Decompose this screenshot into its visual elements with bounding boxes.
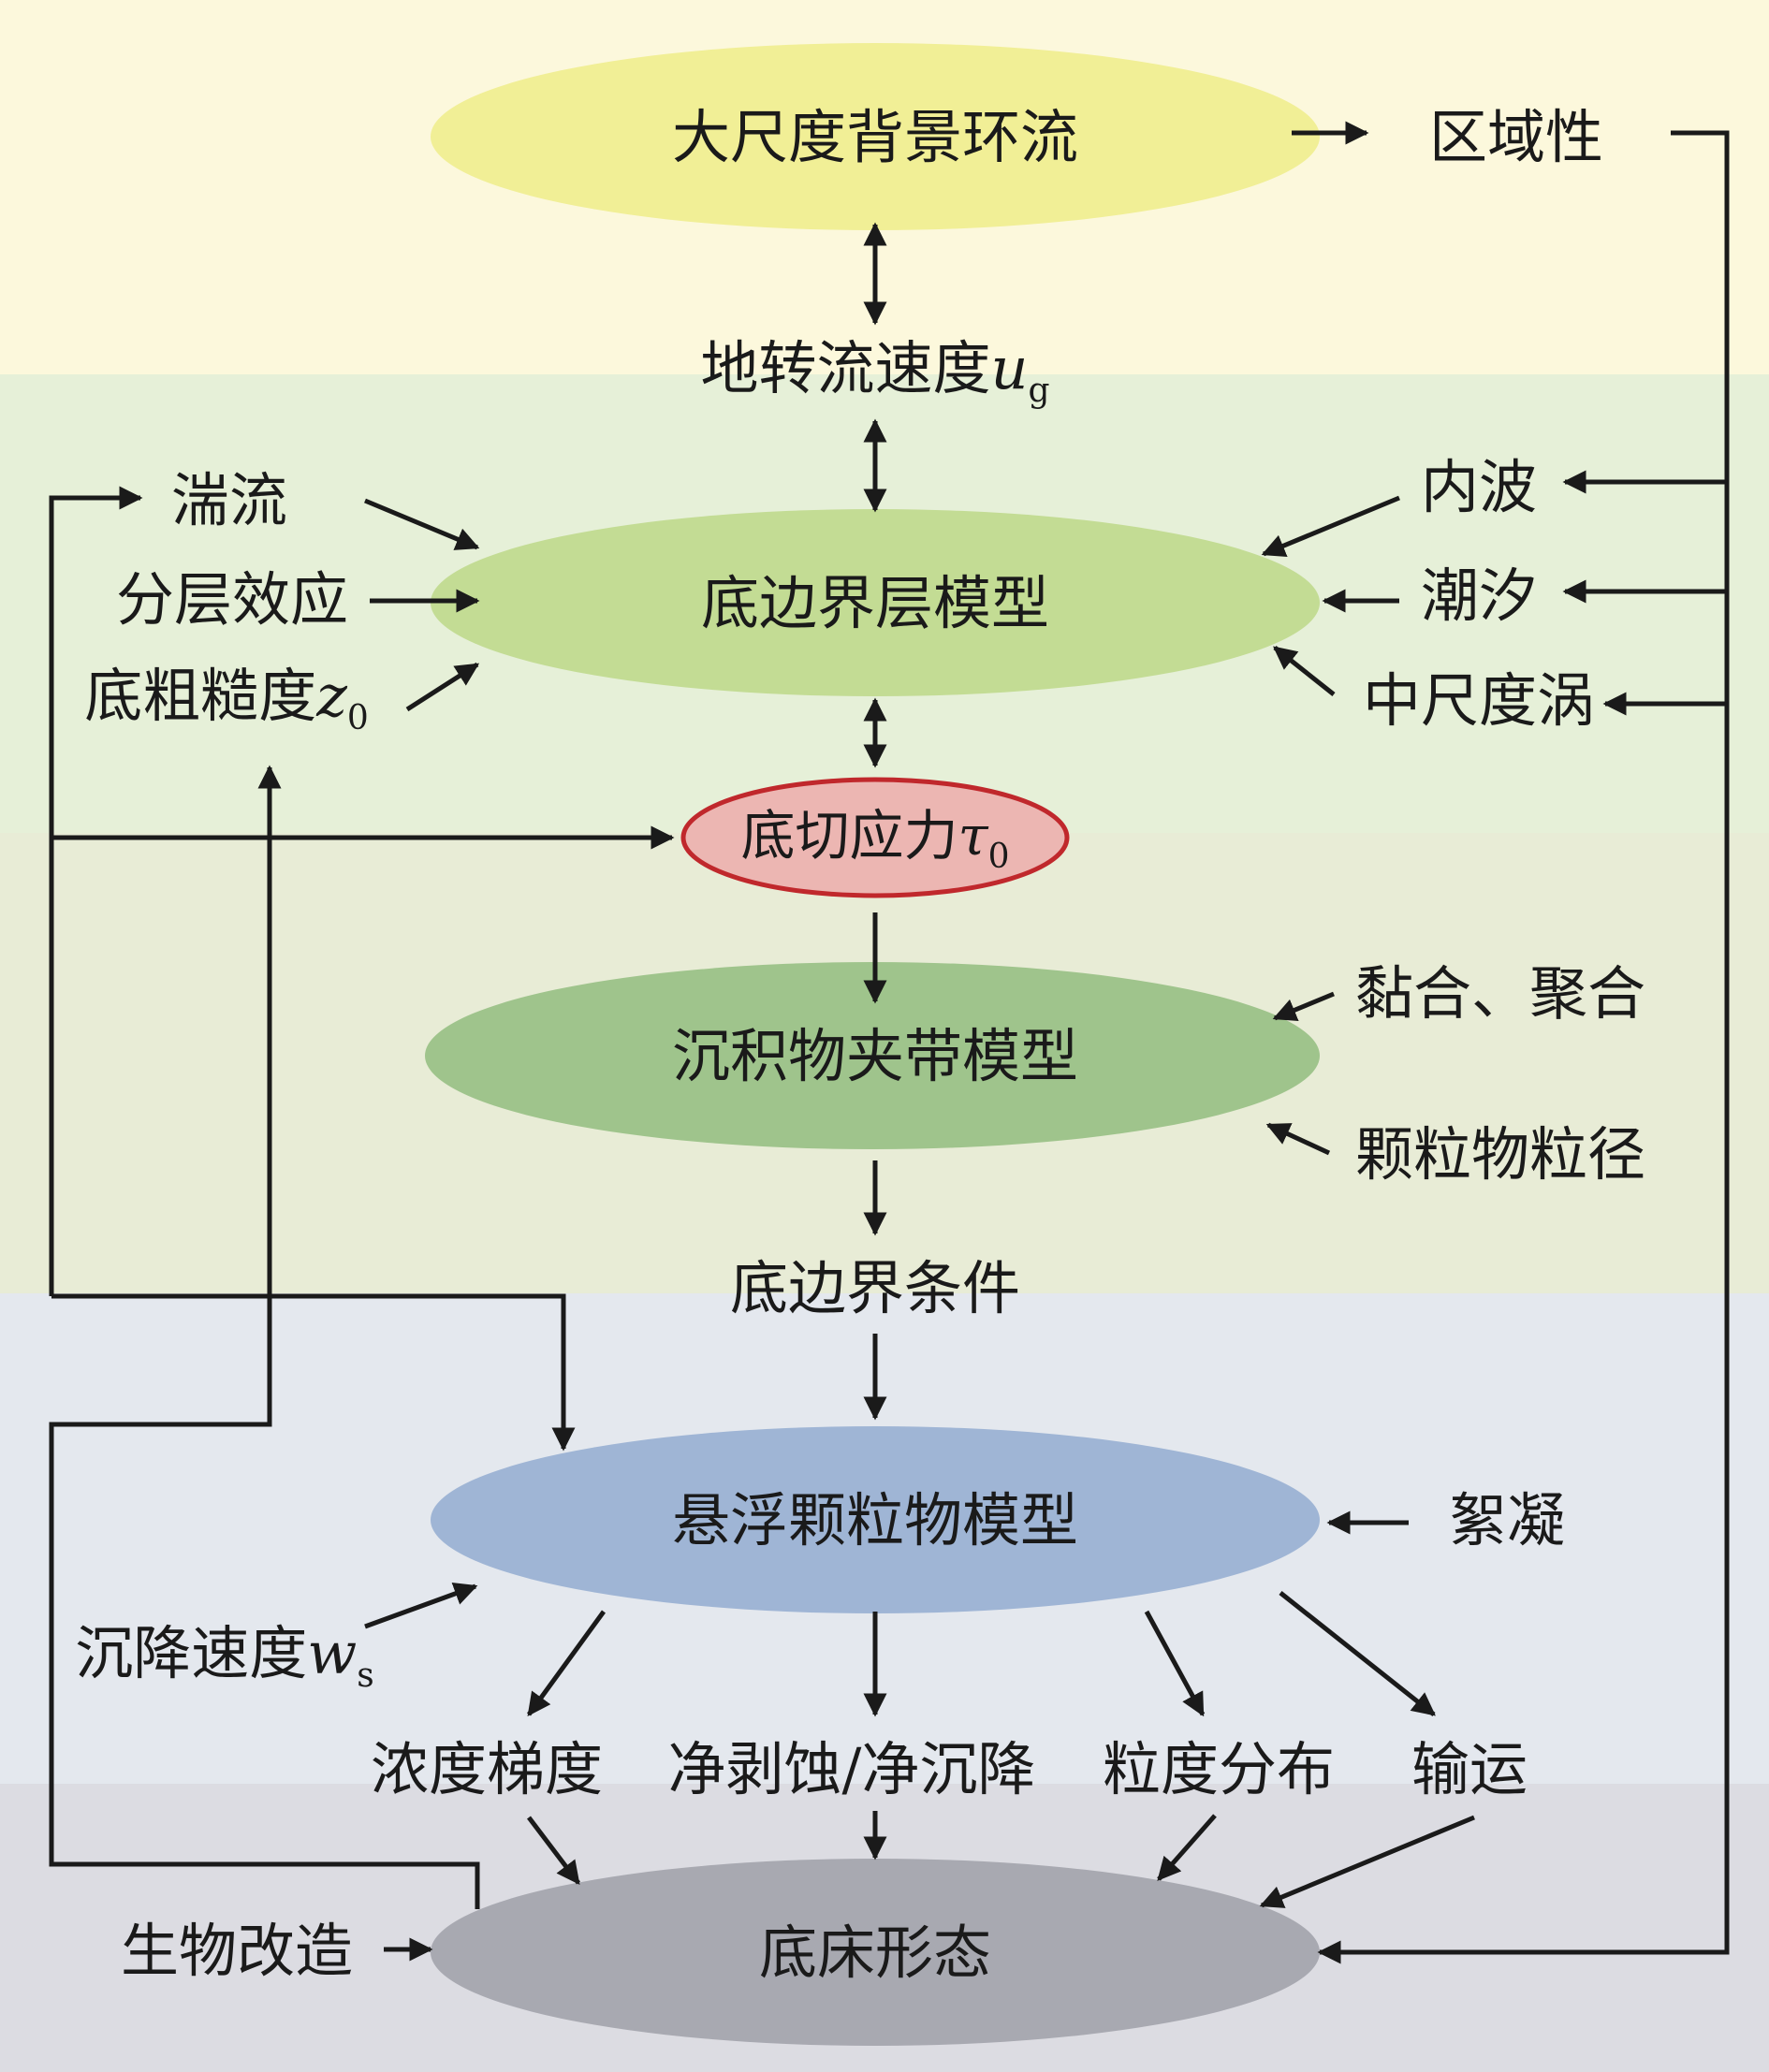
net-erosion-label: 净剥蚀/净沉降 bbox=[668, 1735, 1036, 1803]
roughness-label: 底粗糙度z0 bbox=[84, 662, 369, 737]
turbulence-label: 湍流 bbox=[171, 466, 287, 534]
arrow-roughness bbox=[405, 662, 480, 712]
shear-stress-ellipse bbox=[680, 777, 1070, 898]
bottom-bc-label: 底边界条件 bbox=[730, 1254, 1020, 1322]
bedform-ellipse bbox=[431, 1859, 1320, 2046]
connectors bbox=[49, 121, 1730, 1964]
settling-velocity-label: 沉降速度ws bbox=[75, 1619, 374, 1695]
loop-regional-bedform bbox=[1317, 130, 1730, 1964]
arrow-turbulence bbox=[364, 498, 480, 550]
shear-stress-label: 底切应力τ0 bbox=[740, 804, 1009, 876]
arrow-cohesion bbox=[1272, 991, 1335, 1021]
arrow-internal-wave bbox=[1261, 495, 1400, 557]
arrow-settling bbox=[364, 1582, 478, 1629]
internal-wave-label: 内波 bbox=[1421, 453, 1537, 521]
arrow-grain-size bbox=[1265, 1122, 1331, 1156]
stratification-label: 分层效应 bbox=[116, 565, 348, 634]
sediment-model-ellipse bbox=[425, 962, 1320, 1149]
loop-left-suspended bbox=[51, 1293, 576, 1452]
tide-label: 潮汐 bbox=[1421, 562, 1537, 630]
bioturbation-label: 生物改造 bbox=[121, 1917, 353, 1985]
loop-bed-roughness bbox=[49, 765, 480, 1909]
grain-size-label: 颗粒物粒径 bbox=[1355, 1120, 1645, 1189]
suspended-model-label: 悬浮颗粒物模型 bbox=[672, 1486, 1078, 1554]
flocculation-label: 絮凝 bbox=[1449, 1486, 1565, 1554]
cohesion-label: 黏合、聚合 bbox=[1355, 959, 1645, 1028]
loop-left-turbulence bbox=[49, 486, 143, 1296]
circulation-label: 大尺度背景环流 bbox=[672, 103, 1078, 171]
transport-label: 输运 bbox=[1411, 1735, 1528, 1803]
arrow-transport-bed bbox=[1259, 1815, 1475, 1908]
regional-label: 区域性 bbox=[1429, 103, 1603, 171]
arrow-to-size-distribution bbox=[1144, 1610, 1206, 1717]
mesoscale-eddy-label: 中尺度涡 bbox=[1363, 666, 1595, 735]
arrow-concentration-bed bbox=[527, 1816, 580, 1885]
geostrophic-label: 地转流速度ug bbox=[701, 334, 1050, 410]
arrow-size-distribution-bed bbox=[1157, 1814, 1217, 1881]
arrow-to-transport bbox=[1279, 1591, 1436, 1716]
sediment-model-label: 沉积物夹带模型 bbox=[672, 1022, 1078, 1090]
bbl-model-ellipse bbox=[431, 509, 1320, 696]
bedform-label: 底床形态 bbox=[759, 1919, 991, 1987]
suspended-model-ellipse bbox=[431, 1426, 1320, 1613]
concentration-gradient-label: 浓度梯度 bbox=[371, 1735, 603, 1803]
arrow-to-concentration bbox=[526, 1610, 607, 1717]
size-distribution-label: 粒度分布 bbox=[1103, 1735, 1335, 1803]
bbl-model-label: 底边界层模型 bbox=[701, 569, 1049, 637]
arrow-mesoscale-eddy bbox=[1273, 646, 1336, 696]
circulation-ellipse bbox=[431, 43, 1320, 230]
